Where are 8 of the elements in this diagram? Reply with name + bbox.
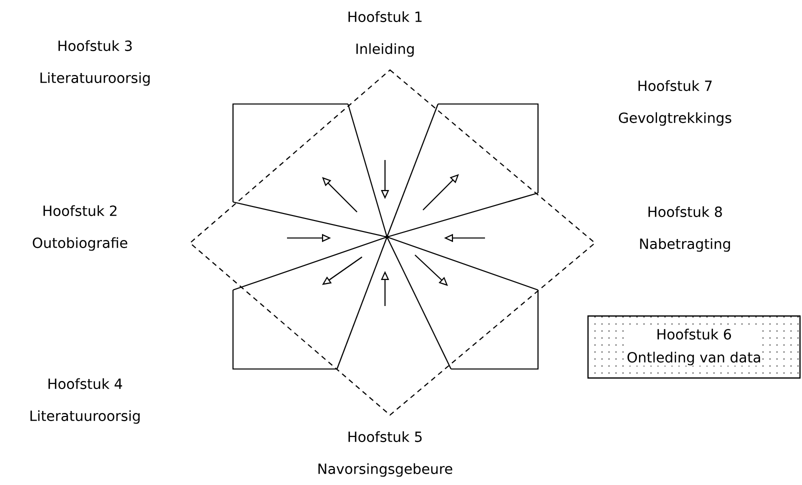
chapter-label: Hoofstuk 2 Outobiografie bbox=[32, 205, 128, 251]
chapter-label: Hoofstuk 8 Nabetragting bbox=[640, 206, 730, 252]
chapter-label: Hoofstuk 4 Literatuuroorsig bbox=[30, 378, 140, 424]
chapter-label: Hoofstuk 1 Inleiding bbox=[348, 11, 422, 57]
chapter-label: Hoofstuk 3 Literatuuroorsig bbox=[40, 40, 150, 86]
chapter-label: Hoofstuk 5 Navorsingsgebeure bbox=[318, 431, 452, 477]
chapter-box: Hoofstuk 6 Ontleding van data bbox=[587, 315, 801, 379]
chapter-label: Hoofstuk 7 Gevolgtrekkings bbox=[618, 80, 732, 126]
